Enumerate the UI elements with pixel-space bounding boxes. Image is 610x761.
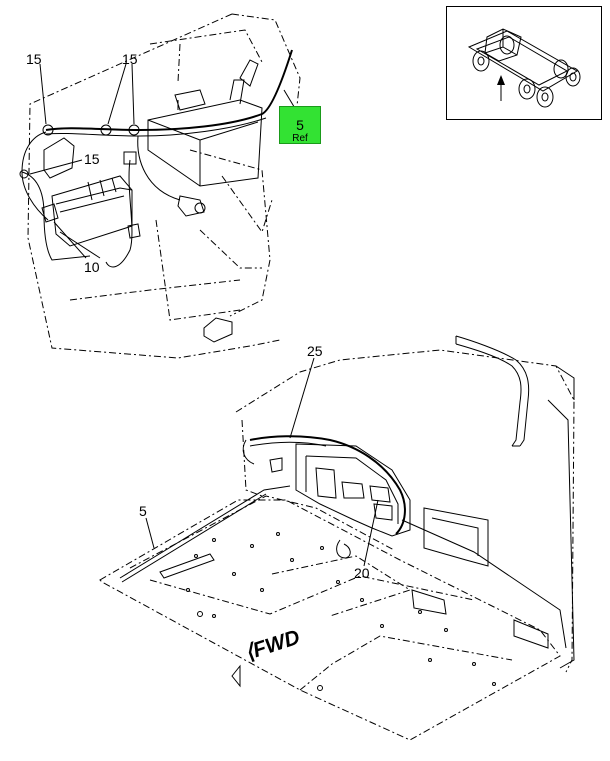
reference-label: Ref bbox=[292, 133, 308, 144]
upper-detail-view bbox=[19, 13, 301, 359]
chassis-locator-inset bbox=[446, 6, 602, 120]
floor-rivets bbox=[186, 532, 496, 691]
lower-detail-view bbox=[99, 335, 575, 741]
callout-15-clamp-left: 15 bbox=[26, 51, 42, 67]
callout-20-panel: 20 bbox=[354, 565, 370, 581]
fwd-arrow bbox=[231, 664, 241, 688]
chassis-locator-icon bbox=[467, 28, 581, 108]
reference-number: 5 bbox=[296, 117, 304, 133]
callout-10-connector: 10 bbox=[84, 259, 100, 275]
callout-25-harness: 25 bbox=[307, 343, 323, 359]
callout-5-cable: 5 bbox=[139, 503, 147, 519]
callout-15-clamp-lower: 15 bbox=[84, 151, 100, 167]
callout-15-clamp-center: 15 bbox=[122, 51, 138, 67]
reference-callout-box: 5 Ref bbox=[279, 106, 321, 144]
